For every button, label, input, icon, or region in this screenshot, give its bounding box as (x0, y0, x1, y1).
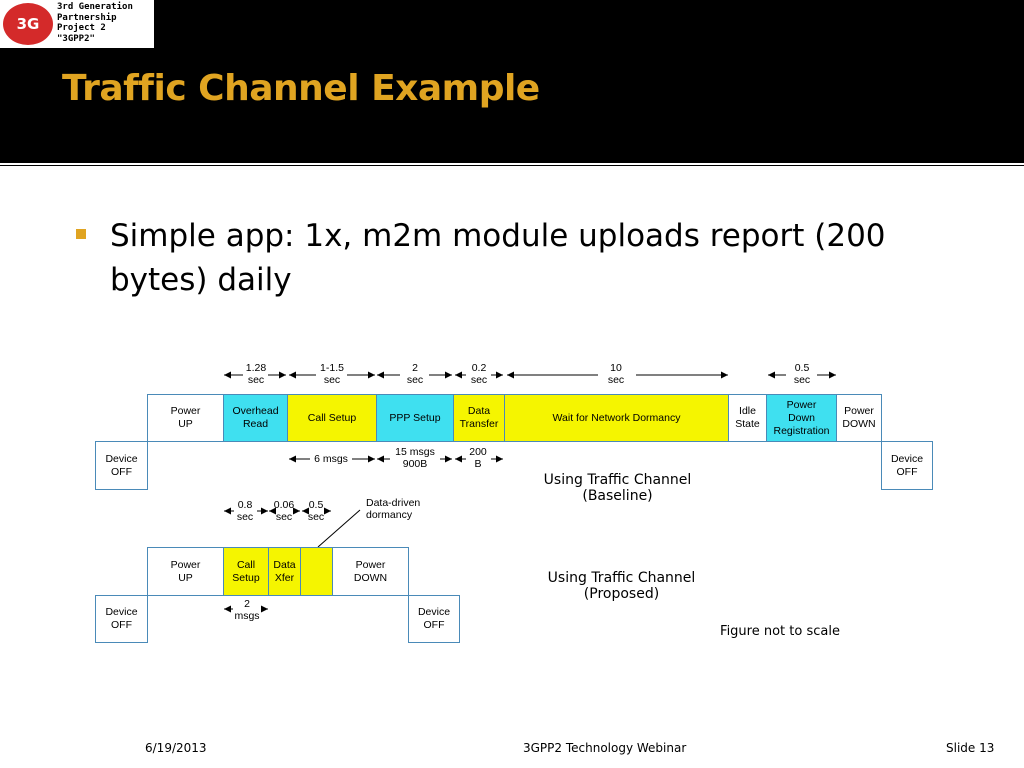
bullet-text: Simple app: 1x, m2m module uploads repor… (110, 218, 886, 298)
duration-wait-dormancy: 10 sec (607, 362, 625, 386)
footer-title: 3GPP2 Technology Webinar (523, 741, 687, 755)
device-off-right: Device OFF (881, 441, 933, 490)
stage-power-down-registration: Power Down Registration (766, 394, 837, 442)
device-off-left: Device OFF (95, 441, 148, 490)
proposed-stage-power-up: Power UP (147, 547, 224, 596)
proposed-device-off-left: Device OFF (95, 595, 148, 643)
header-divider-thin (0, 165, 1024, 166)
caption-proposed: Using Traffic Channel (Proposed) (547, 570, 696, 602)
annotation-data-driven-dormancy: Data-driven dormancy (366, 497, 421, 521)
msgs-ppp-setup: 15 msgs 900B (395, 446, 435, 470)
stage-power-up: Power UP (147, 394, 224, 442)
stage-call-setup: Call Setup (287, 394, 377, 442)
msgs-data-transfer: 200 B (469, 446, 487, 470)
stage-power-down: Power DOWN (836, 394, 882, 442)
note-not-to-scale: Figure not to scale (720, 624, 840, 639)
stage-data-transfer: Data Transfer (453, 394, 505, 442)
bullet-icon (76, 229, 86, 239)
stage-wait-dormancy: Wait for Network Dormancy (504, 394, 729, 442)
duration-proposed-call-setup: 0.8 sec (236, 499, 254, 523)
proposed-stage-power-down: Power DOWN (332, 547, 409, 596)
duration-power-down-reg: 0.5 sec (793, 362, 811, 386)
proposed-stage-call-setup: Call Setup (223, 547, 269, 596)
stage-idle-state: Idle State (728, 394, 767, 442)
duration-proposed-data-xfer: 0.06 sec (273, 499, 295, 523)
header-divider (0, 160, 1024, 163)
footer-date: 6/19/2013 (145, 741, 207, 755)
duration-call-setup: 1-1.5 sec (320, 362, 344, 386)
stage-overhead-read: Overhead Read (223, 394, 288, 442)
proposed-stage-data-xfer: Data Xfer (268, 547, 301, 596)
duration-ppp-setup: 2 sec (406, 362, 424, 386)
footer-slide-number: Slide 13 (946, 741, 995, 755)
logo-mark: 3G (3, 3, 53, 45)
msgs-call-setup: 6 msgs (314, 453, 348, 465)
duration-data-transfer: 0.2 sec (470, 362, 488, 386)
proposed-stage-dormancy (300, 547, 333, 596)
msgs-proposed: 2 msgs (234, 598, 260, 622)
slide-header (0, 0, 1024, 160)
slide-title: Traffic Channel Example (62, 68, 540, 109)
duration-overhead: 1.28 sec (245, 362, 267, 386)
duration-proposed-dormancy: 0.5 sec (307, 499, 325, 523)
stage-ppp-setup: PPP Setup (376, 394, 454, 442)
caption-baseline: Using Traffic Channel (Baseline) (543, 472, 692, 504)
proposed-device-off-right: Device OFF (408, 595, 460, 643)
